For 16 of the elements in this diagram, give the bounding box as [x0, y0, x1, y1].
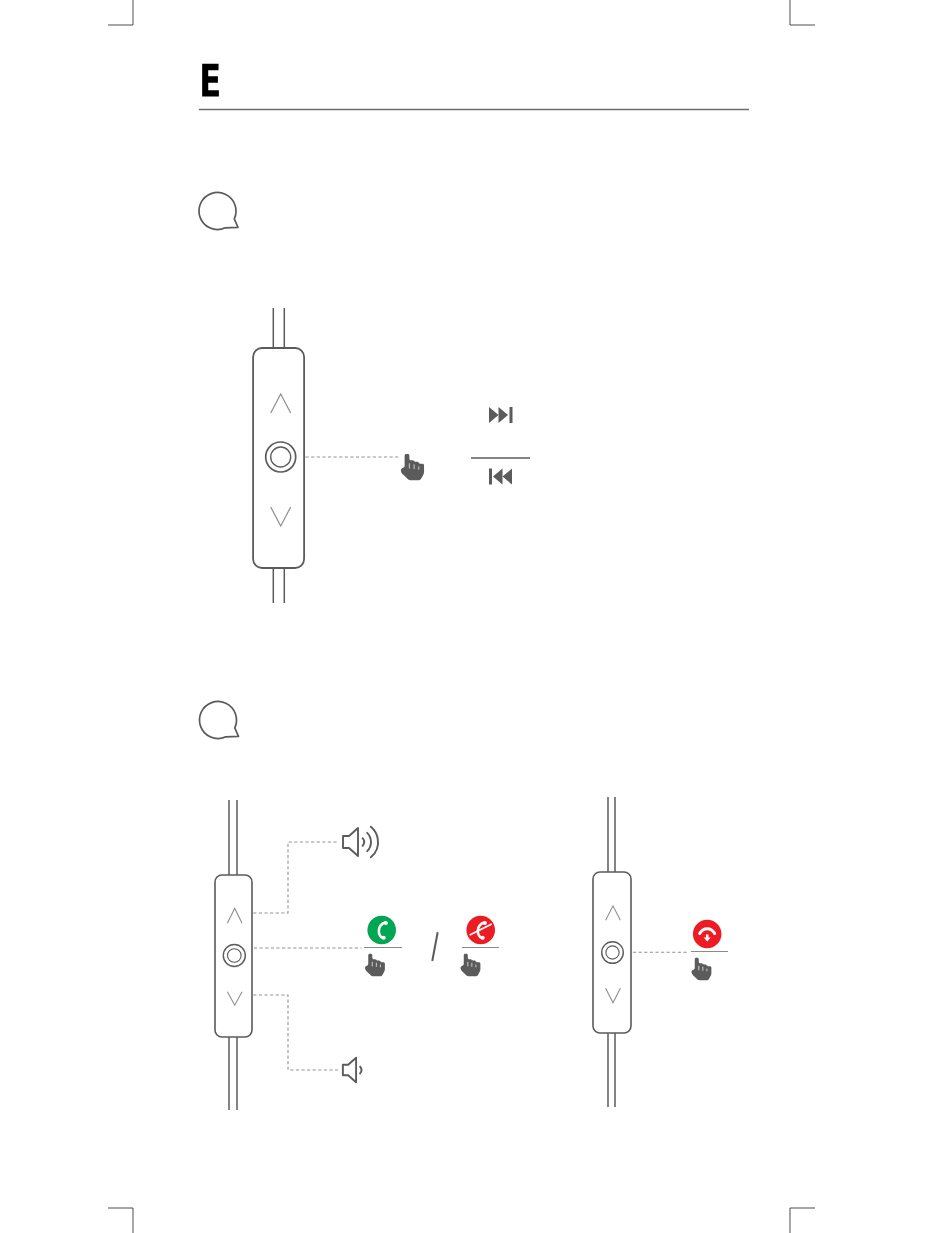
- leader-line: [632, 951, 688, 953]
- leader-line: [305, 456, 399, 458]
- section-letter: E: [202, 63, 219, 97]
- round-button: [264, 441, 297, 473]
- leader-line: [253, 947, 362, 949]
- round-button: [222, 943, 246, 968]
- speaker-loud-icon: [342, 825, 379, 859]
- chevron-icon: [226, 907, 243, 924]
- leader-line: [252, 841, 339, 914]
- hand-icon: [691, 957, 712, 981]
- round-button: [601, 941, 624, 964]
- hand-icon: [400, 453, 425, 481]
- hand-icon: [365, 953, 385, 977]
- leader-line: [252, 994, 339, 1071]
- chevron-icon: [226, 991, 243, 1007]
- speaker-quiet-icon: [341, 1056, 363, 1084]
